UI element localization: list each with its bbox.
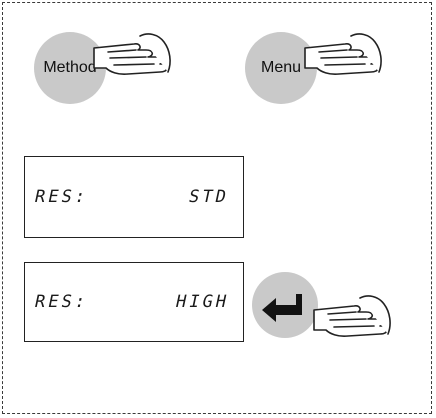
lcd-value-high: HIGH [173, 292, 232, 312]
lcd-param-label: RES: [32, 187, 91, 207]
instruction-frame [2, 2, 432, 414]
pointing-hand-icon [313, 295, 391, 337]
lcd-display-std: RES: STD [24, 156, 244, 238]
menu-key-label: Menu [260, 59, 302, 76]
pointing-hand-icon [93, 33, 171, 75]
lcd-param-label: RES: [32, 292, 91, 312]
lcd-display-high: RES: HIGH [24, 262, 244, 342]
lcd-value-std: STD [187, 187, 232, 207]
method-key-label: Method [43, 59, 97, 76]
enter-key[interactable] [252, 272, 318, 338]
enter-arrow-icon [262, 294, 302, 322]
pointing-hand-icon [304, 33, 382, 75]
